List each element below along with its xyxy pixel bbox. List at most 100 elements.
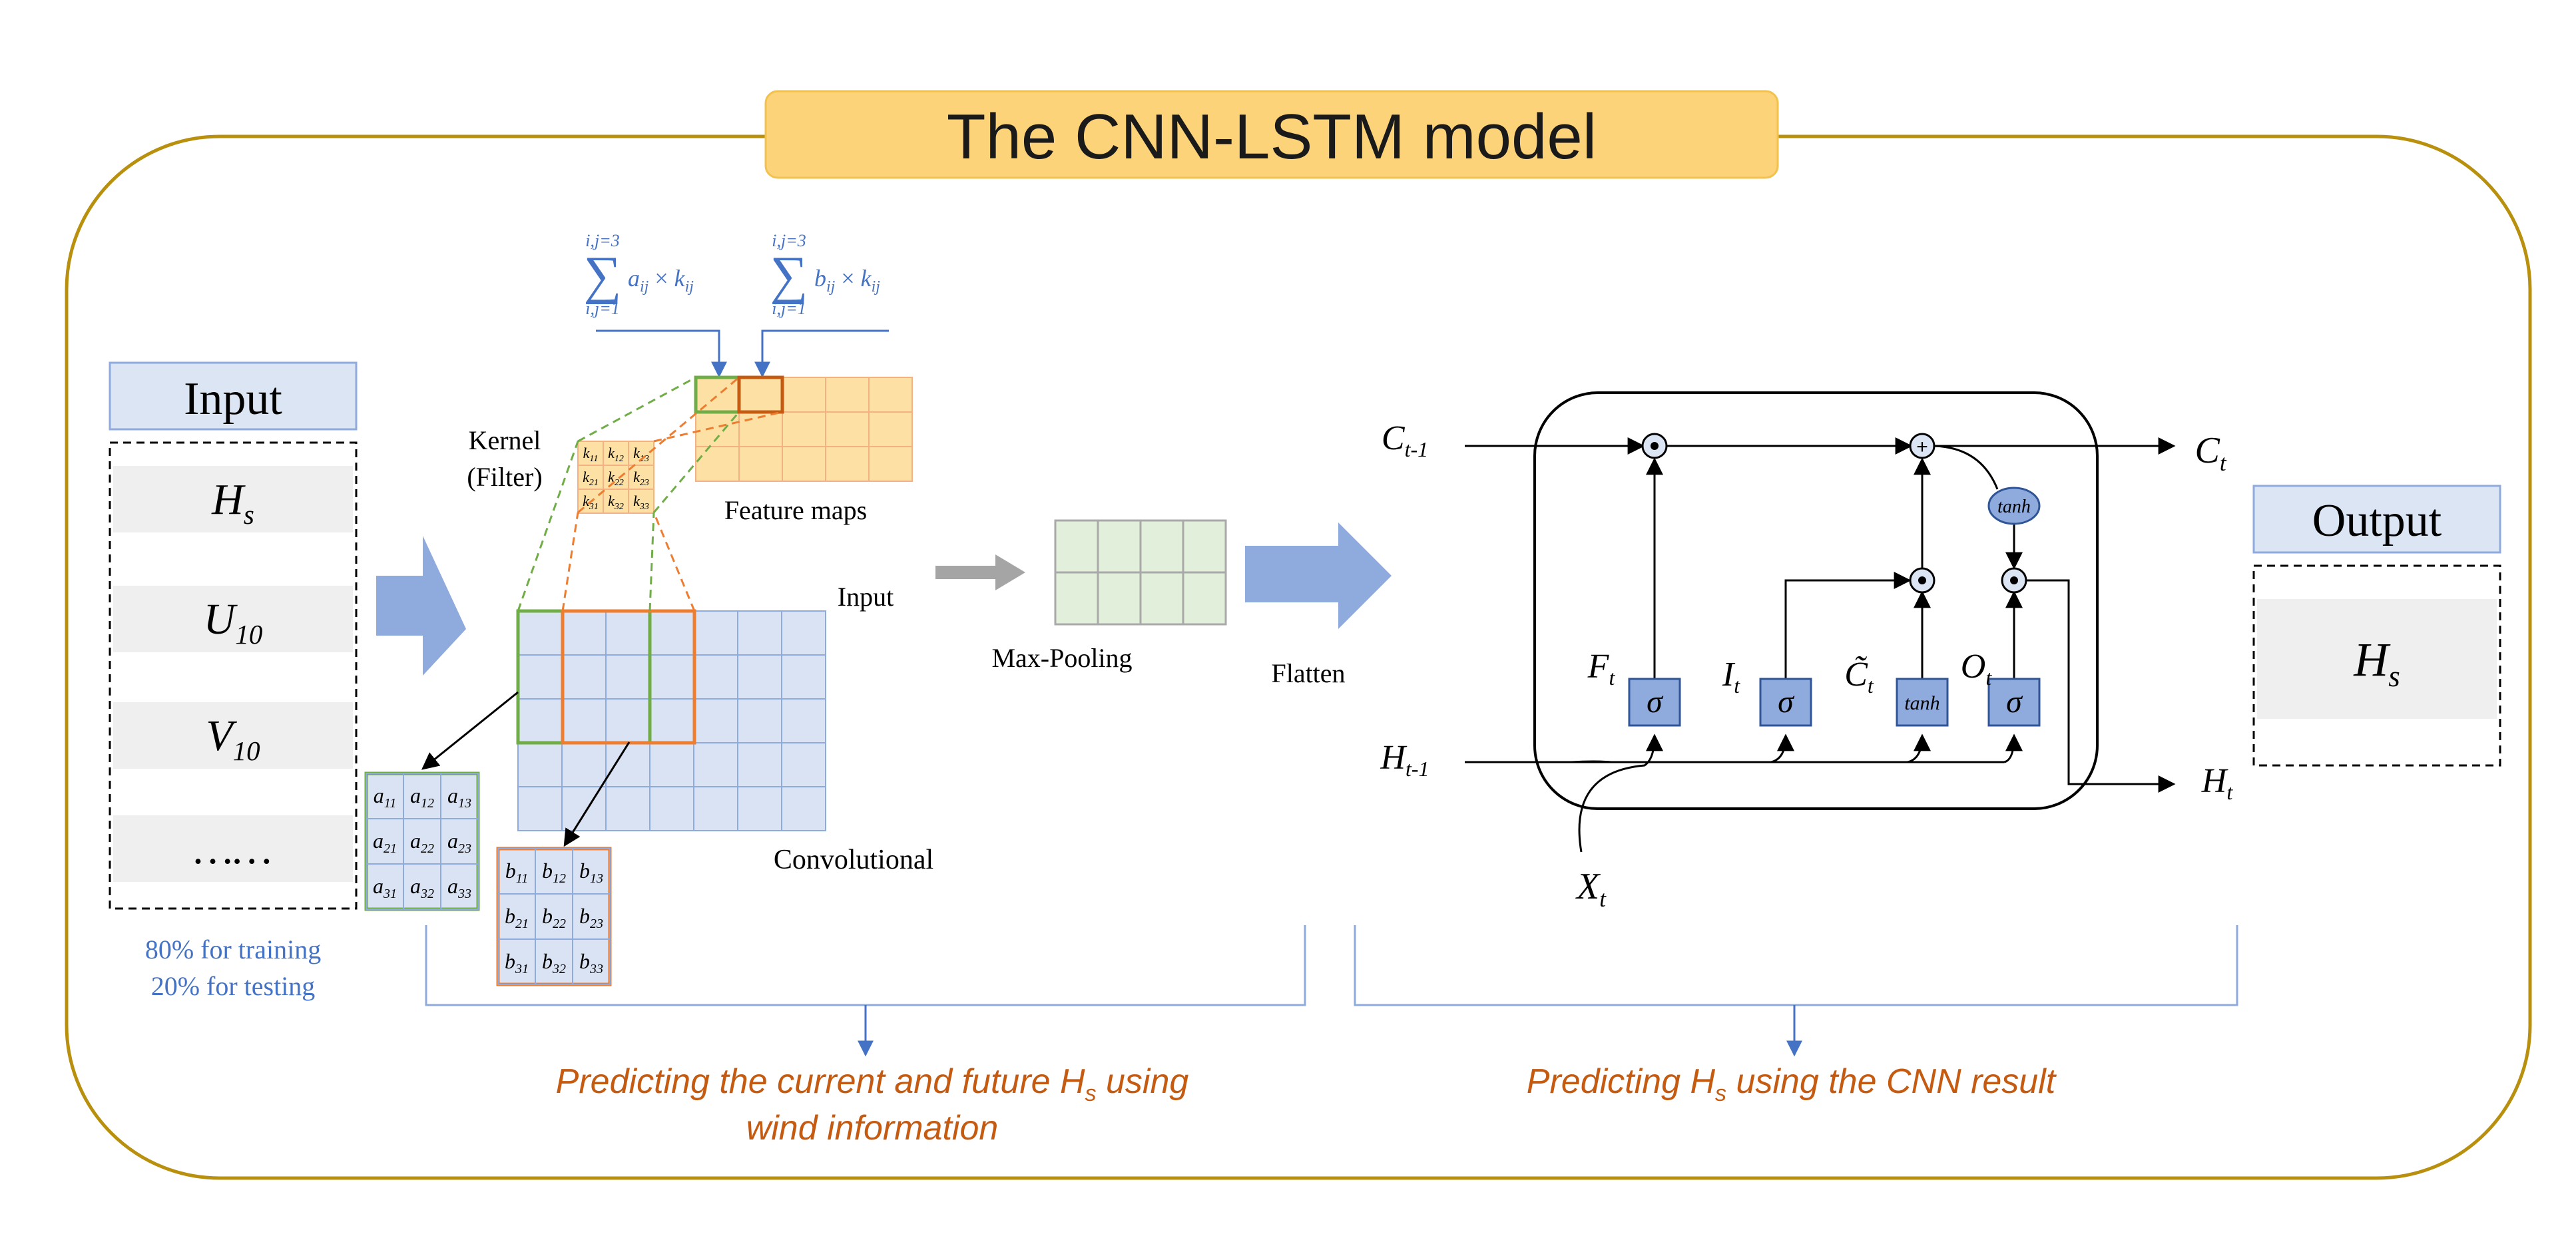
matrix-cell-label: b21 bbox=[505, 904, 529, 931]
c-out-label: Ct bbox=[2194, 430, 2226, 476]
window-to-matrix-b-arrow bbox=[563, 741, 631, 847]
conv-input-cell bbox=[737, 786, 782, 831]
feature-map-cell bbox=[825, 411, 870, 447]
matrix-cell-label: b31 bbox=[505, 949, 529, 976]
conv-input-cell bbox=[649, 654, 694, 700]
kernel-cell-label: k13 bbox=[633, 445, 649, 464]
matrix-a: a11 a12 a13 a21 a22 a23 a31 a32 a33 bbox=[364, 771, 480, 911]
sum-symbol: ∑ bbox=[770, 246, 808, 305]
sum-lower: i,j=1 bbox=[585, 299, 620, 318]
to-maxpool-arrow bbox=[935, 554, 1025, 590]
kernel-cell-label: k11 bbox=[583, 445, 599, 464]
kernel-label-2: (Filter) bbox=[467, 462, 542, 492]
matrix-cell-label: b23 bbox=[579, 904, 603, 931]
matrix-cell-label: a13 bbox=[447, 783, 471, 811]
svg-text:σ: σ bbox=[1647, 684, 1664, 720]
conv-input-cell bbox=[693, 698, 738, 743]
lstm-flow-lines bbox=[1465, 437, 2176, 853]
input-gate-label: It bbox=[1722, 656, 1740, 698]
candidate-gate: tanh bbox=[1896, 678, 1949, 727]
output-multiply-op bbox=[2001, 567, 2027, 594]
output-header: Output bbox=[2312, 495, 2442, 546]
matrix-cell-label: b33 bbox=[579, 949, 603, 976]
maxpool-cell bbox=[1139, 519, 1184, 574]
feature-map-cell bbox=[868, 411, 913, 447]
conv-input-cell bbox=[781, 786, 826, 831]
conv-input-cell bbox=[517, 654, 563, 700]
sum-upper: i,j=3 bbox=[772, 231, 806, 250]
output-panel: Output Hs bbox=[2252, 485, 2501, 767]
svg-text:σ: σ bbox=[2006, 684, 2023, 720]
matrix-cell-label: a21 bbox=[373, 829, 397, 856]
matrix-cell-label: a23 bbox=[447, 829, 471, 856]
conv-input-cell bbox=[737, 742, 782, 787]
input-header: Input bbox=[184, 373, 282, 425]
title-banner bbox=[764, 90, 1779, 179]
kernel-cell bbox=[603, 465, 629, 490]
candidate-label: C̃t bbox=[1844, 656, 1874, 698]
output-header-box bbox=[2252, 485, 2501, 554]
conv-input-cell bbox=[605, 742, 650, 787]
conv-input-cell bbox=[605, 786, 650, 831]
conv-input-cell bbox=[561, 698, 607, 743]
conv-input-cell bbox=[693, 742, 738, 787]
input-multiply-op bbox=[1909, 567, 1935, 594]
conv-input-cell bbox=[561, 786, 607, 831]
conv-input-label: Input bbox=[838, 582, 894, 612]
output-list-box bbox=[2252, 564, 2501, 767]
input-item-bg bbox=[113, 702, 353, 769]
sum-upper: i,j=3 bbox=[585, 231, 620, 250]
kernel-cell-label: k21 bbox=[583, 469, 599, 488]
conv-input-cell bbox=[517, 742, 563, 787]
conv-input-cell bbox=[517, 786, 563, 831]
kernel-cell-label: k23 bbox=[633, 469, 649, 488]
matrix-cell-label: a32 bbox=[410, 874, 434, 901]
forget-gate: σ bbox=[1628, 678, 1681, 727]
left-caption-line1: Predicting the current and future Hs usi… bbox=[556, 1062, 1189, 1106]
svg-text:σ: σ bbox=[1778, 684, 1795, 720]
maxpool-grid bbox=[1054, 519, 1227, 626]
kernel-cell bbox=[628, 465, 654, 490]
svg-text:+: + bbox=[1916, 436, 1928, 458]
feature-map-cell bbox=[695, 411, 740, 447]
feature-map-cell bbox=[782, 446, 826, 482]
matrix-cell-label: a31 bbox=[373, 874, 397, 901]
conv-input-grid bbox=[517, 610, 826, 831]
conv-input-cell bbox=[693, 610, 738, 656]
lstm-cell: + tanh σ σ tanh σ bbox=[1380, 391, 2234, 912]
matrix-cell-label: a22 bbox=[410, 829, 434, 856]
formula-b-connector bbox=[754, 329, 889, 378]
conv-input-cell bbox=[781, 698, 826, 743]
h-out-label: Ht bbox=[2201, 762, 2234, 804]
conv-input-cell bbox=[693, 654, 738, 700]
input-item-2: V10 bbox=[206, 712, 260, 766]
input-list-box bbox=[109, 441, 358, 910]
split-testing: 20% for testing bbox=[151, 971, 316, 1001]
maxpool-cell bbox=[1054, 519, 1099, 574]
conv-input-cell bbox=[737, 654, 782, 700]
conv-input-cell bbox=[605, 698, 650, 743]
matrix-cell-label: b12 bbox=[542, 859, 566, 886]
feature-map-cell bbox=[782, 377, 826, 413]
conv-input-cell bbox=[737, 698, 782, 743]
feature-map-cell bbox=[868, 446, 913, 482]
sum-term: bij × kij bbox=[814, 265, 880, 296]
matrix-cell-label: a12 bbox=[410, 783, 434, 811]
input-item-bg bbox=[113, 815, 353, 882]
kernel-cell bbox=[603, 489, 629, 514]
conv-input-cell bbox=[649, 610, 694, 656]
matrix-cell bbox=[572, 938, 611, 985]
maxpool-label: Max-Pooling bbox=[991, 643, 1132, 673]
conv-input-cell bbox=[737, 610, 782, 656]
sum-term: aij × kij bbox=[628, 265, 694, 296]
lstm-cell-box bbox=[1533, 391, 2099, 810]
title: The CNN-LSTM model bbox=[947, 101, 1597, 172]
svg-text:tanh: tanh bbox=[1997, 497, 2031, 517]
feature-map-cell bbox=[825, 377, 870, 413]
matrix-cell-label: a33 bbox=[447, 874, 471, 901]
sum-lower: i,j=1 bbox=[772, 299, 806, 318]
kernel-label-1: Kernel bbox=[469, 425, 541, 455]
matrix-cell-label: a11 bbox=[374, 783, 397, 811]
